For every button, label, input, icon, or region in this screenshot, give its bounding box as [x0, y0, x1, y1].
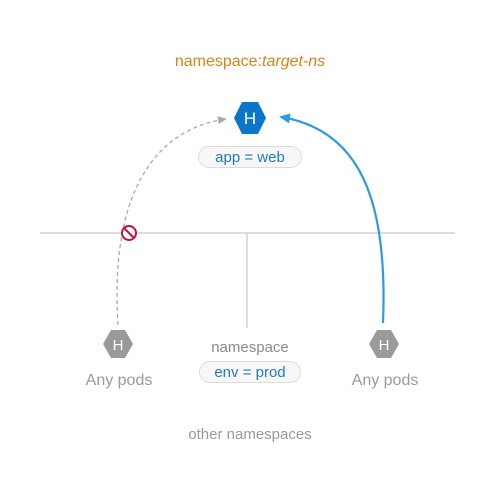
- other-namespaces-label: other namespaces: [188, 426, 312, 443]
- svg-text:H: H: [113, 337, 124, 354]
- target-namespace-title: namespace:target-ns: [0, 53, 500, 71]
- namespace-selector-label: namespace: [211, 339, 289, 356]
- target-pod-selector-label: app = web: [198, 146, 302, 168]
- title-namespace-name: target-ns: [262, 53, 326, 70]
- left-pods-label: Any pods: [85, 372, 153, 389]
- svg-text:H: H: [379, 337, 390, 354]
- title-prefix: namespace:: [174, 53, 263, 70]
- target-pod-icon: H: [234, 102, 266, 134]
- allowed-connection-arrow: [279, 113, 385, 324]
- right-pod-icon: H: [369, 330, 399, 358]
- blocked-icon: [121, 225, 137, 241]
- namespace-selector-value: env = prod: [199, 361, 301, 383]
- left-pod-icon: H: [103, 330, 133, 358]
- blocked-connection-arrow: [116, 116, 227, 326]
- right-pods-label: Any pods: [351, 372, 419, 389]
- svg-text:H: H: [244, 109, 256, 128]
